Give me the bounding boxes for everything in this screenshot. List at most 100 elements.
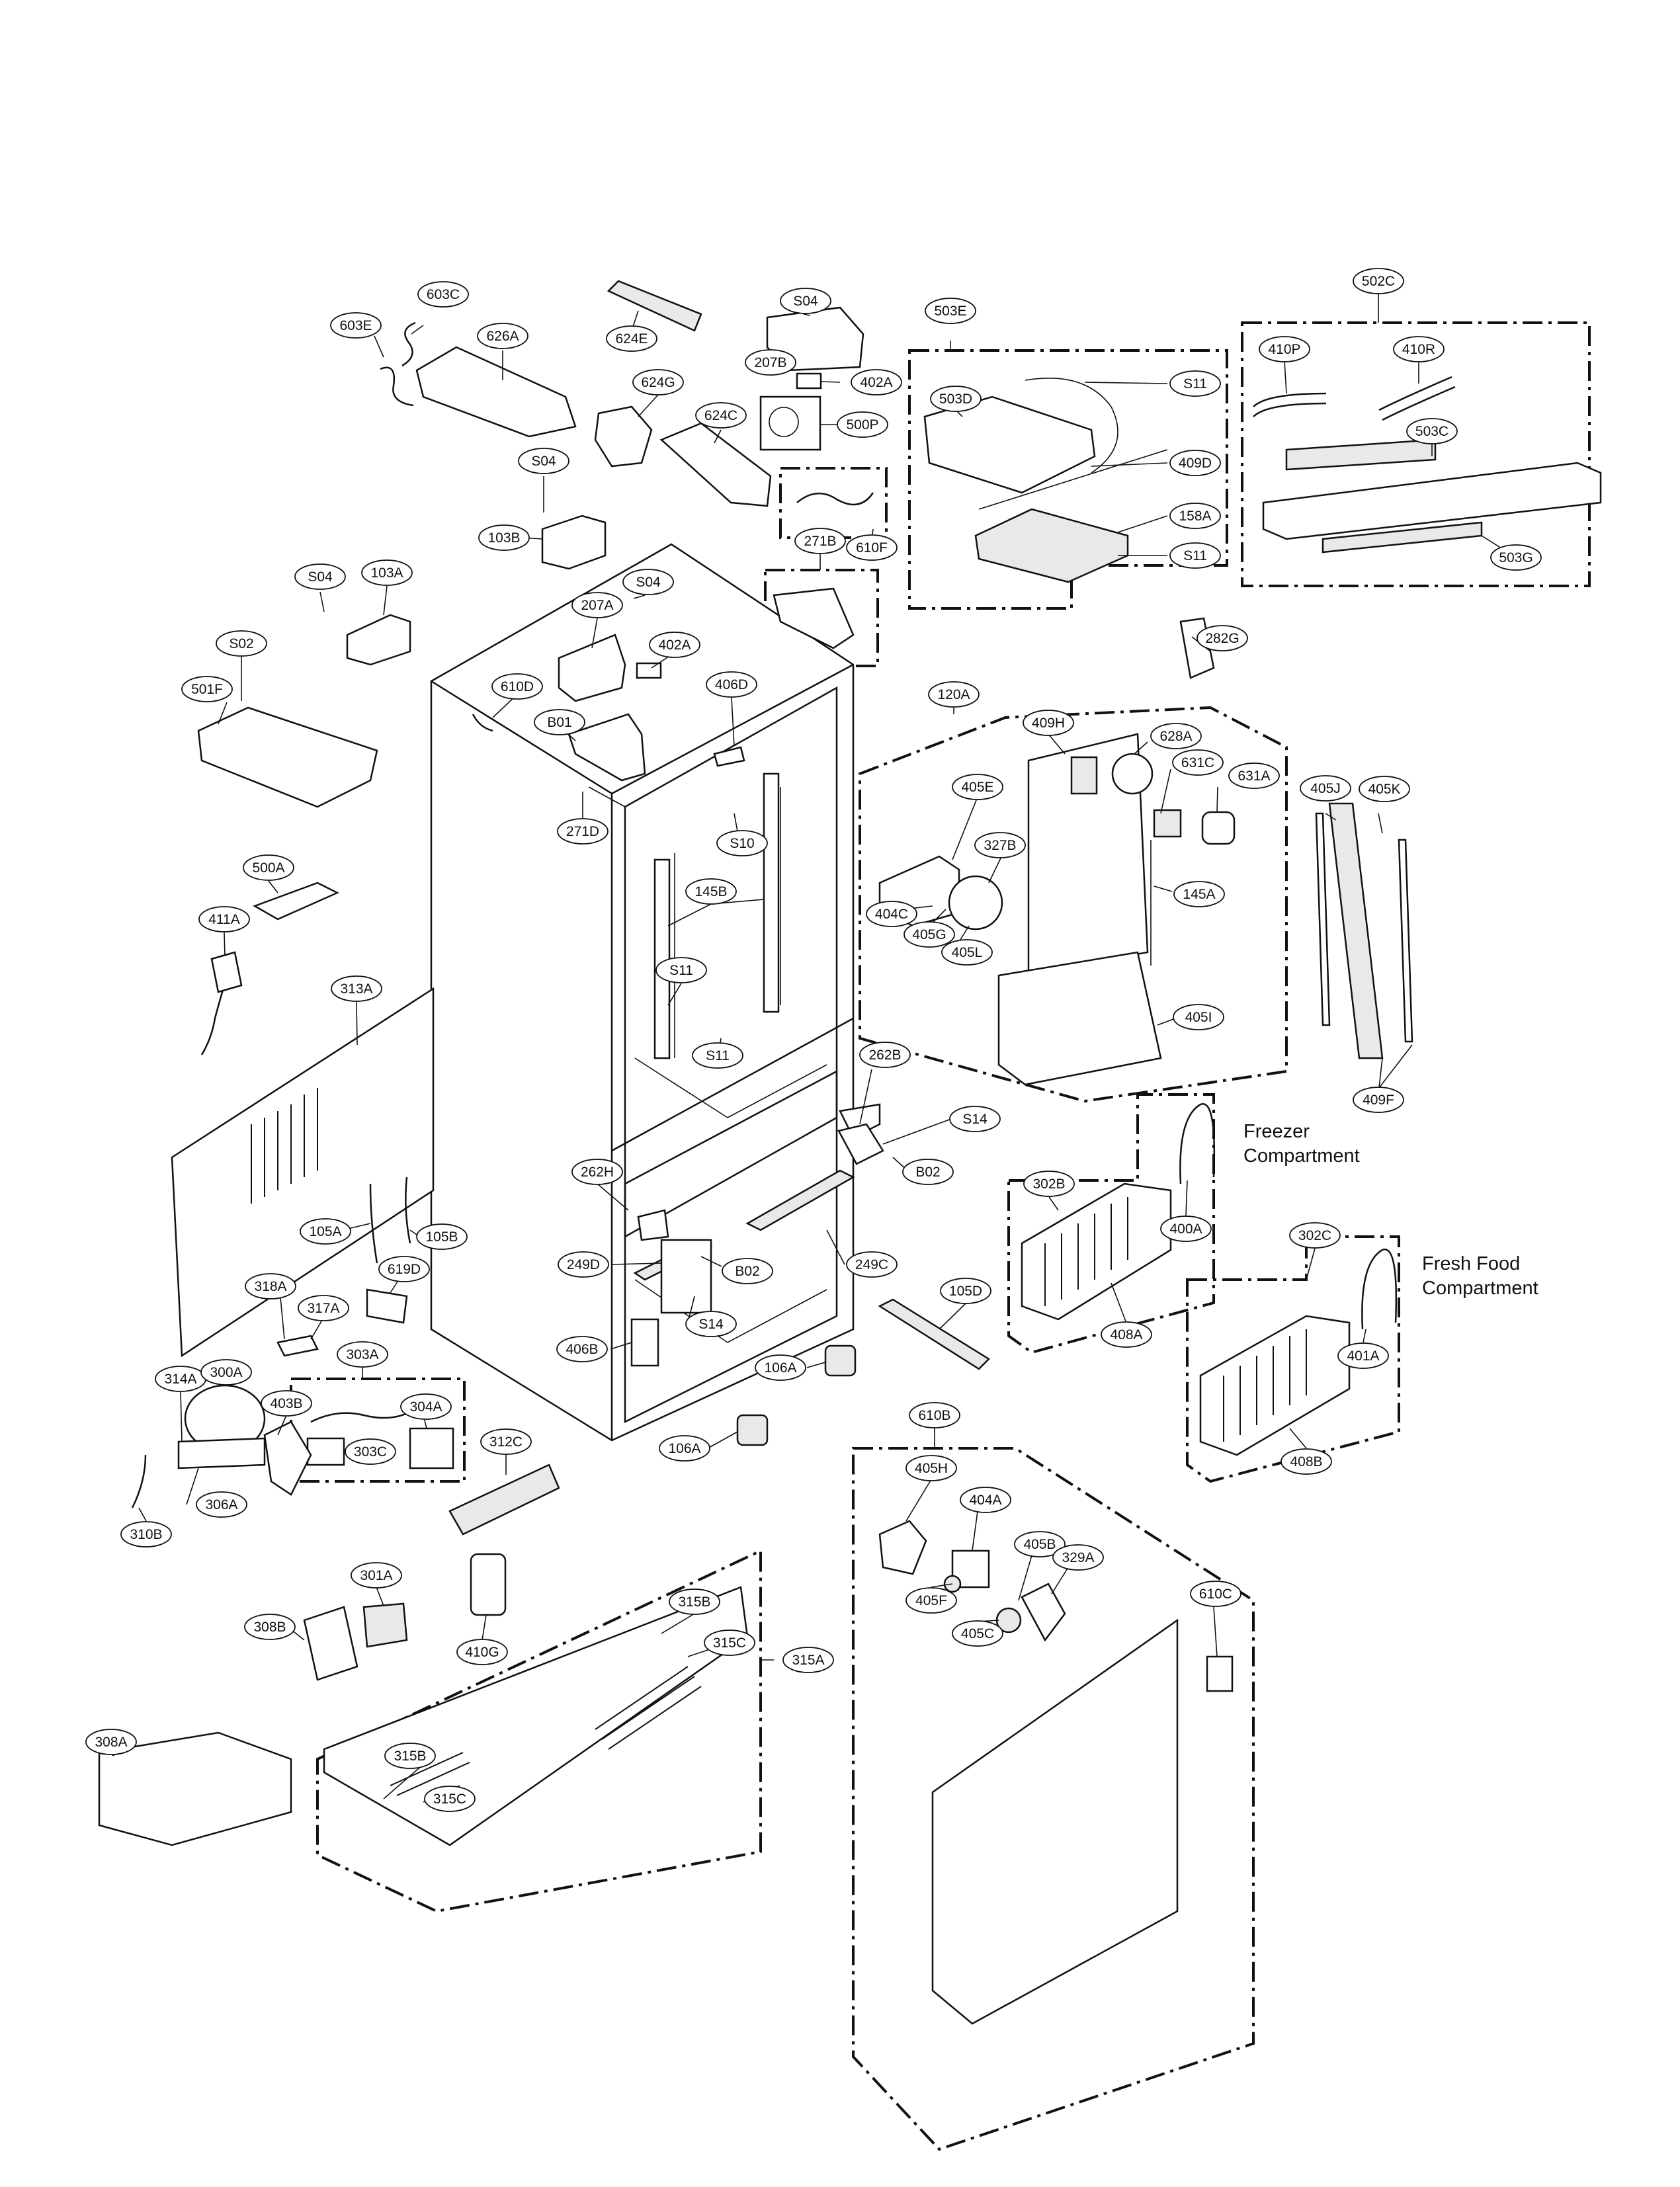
callout-label: 327B <box>984 838 1016 853</box>
part-318A-sensor <box>276 1335 319 1357</box>
callout-408A: 408A <box>1101 1321 1152 1348</box>
callout-label: 411A <box>208 912 240 927</box>
callout-624C: 624C <box>695 402 747 429</box>
callout-label: 410R <box>1402 342 1435 357</box>
callout-271B: 271B <box>794 528 846 554</box>
callout-label: 301A <box>360 1568 392 1583</box>
callout-503E: 503E <box>925 298 976 324</box>
callout-label: 249C <box>855 1257 888 1272</box>
callout-ellipse <box>1169 503 1221 529</box>
part-105A-tube <box>369 1183 378 1264</box>
callout-610D: 610D <box>491 673 543 700</box>
callout-label: 603E <box>339 318 372 333</box>
callout-label: 145B <box>694 884 727 899</box>
callout-ellipse <box>1169 370 1221 397</box>
callout-ellipse <box>1169 542 1221 569</box>
callout-329A: 329A <box>1052 1544 1104 1571</box>
callout-ellipse <box>692 1042 743 1069</box>
callout-ellipse <box>925 298 976 324</box>
callout-label: 306A <box>205 1497 237 1512</box>
callout-ellipse <box>556 1336 608 1362</box>
callout-308A: 308A <box>85 1729 137 1755</box>
group-boundary-610F <box>779 467 888 539</box>
callout-ellipse <box>1101 1321 1152 1348</box>
callout-ellipse <box>261 1390 312 1417</box>
part-408B-evaporator <box>1199 1315 1351 1456</box>
part-500P-dial <box>769 407 799 437</box>
callout-ellipse <box>351 1562 402 1589</box>
callout-label: 329A <box>1062 1550 1094 1565</box>
callout-label: 308B <box>253 1620 286 1635</box>
part-105D-rail <box>878 1298 990 1370</box>
callout-ellipse <box>85 1729 137 1755</box>
callout-ellipse <box>1023 1171 1075 1197</box>
callout-ellipse <box>477 323 528 349</box>
callout-207A: 207A <box>571 592 623 618</box>
callout-249D: 249D <box>558 1251 609 1278</box>
group-boundary-502C <box>1241 321 1591 587</box>
callout-402Ab: 402A <box>649 632 700 658</box>
callout-405H: 405H <box>905 1455 957 1481</box>
group-boundary-610B <box>852 1447 1255 2151</box>
part-624C-cover <box>659 422 772 507</box>
callout-403B: 403B <box>261 1390 312 1417</box>
callout-S04a: S04 <box>780 288 831 314</box>
callout-405E: 405E <box>952 774 1003 800</box>
callout-ellipse <box>669 1589 720 1615</box>
callout-label: 405G <box>912 927 946 942</box>
callout-410R: 410R <box>1393 336 1445 362</box>
callout-404C: 404C <box>866 901 917 927</box>
callout-label: B02 <box>735 1264 759 1279</box>
callout-ellipse <box>294 563 346 590</box>
callout-327B: 327B <box>974 832 1026 858</box>
callout-626A: 626A <box>477 323 528 349</box>
callout-ellipse <box>755 1354 806 1381</box>
part-624E-tube <box>607 280 702 332</box>
callout-315A: 315A <box>782 1647 834 1673</box>
fresh-food-compartment-label-line1: Fresh Food <box>1422 1253 1520 1274</box>
callout-label: 405F <box>915 1593 947 1608</box>
callout-label: 249D <box>567 1257 600 1272</box>
callout-318A: 318A <box>245 1273 296 1300</box>
callout-S02: S02 <box>216 630 267 657</box>
callout-ellipse <box>930 386 982 412</box>
callout-405F: 405F <box>905 1587 957 1614</box>
callout-label: 145A <box>1183 887 1215 902</box>
callout-label: 103A <box>370 565 403 581</box>
callout-ellipse <box>417 281 469 308</box>
callout-ellipse <box>866 901 917 927</box>
part-610F-wire <box>796 492 874 506</box>
callout-label: 312C <box>489 1434 523 1450</box>
callout-label: 282G <box>1205 631 1239 646</box>
callout-624E: 624E <box>606 325 657 352</box>
callout-ellipse <box>534 709 585 735</box>
part-411A-plug <box>210 951 243 993</box>
callout-label: 308A <box>95 1735 127 1750</box>
callout-label: 315C <box>713 1635 746 1651</box>
callout-label: S11 <box>1183 548 1207 563</box>
callout-503D: 503D <box>930 386 982 412</box>
callout-610B: 610B <box>909 1402 960 1428</box>
callout-ellipse <box>244 1614 296 1640</box>
callout-ellipse <box>1173 881 1225 907</box>
callout-label: 402A <box>658 638 691 653</box>
callout-610F: 610F <box>846 534 898 561</box>
callout-249C: 249C <box>846 1251 898 1278</box>
callout-409D: 409D <box>1169 450 1221 476</box>
callout-ellipse <box>782 1647 834 1673</box>
callout-label: 304A <box>409 1399 442 1415</box>
callout-ellipse <box>706 671 757 698</box>
callout-301A: 301A <box>351 1562 402 1589</box>
callout-ellipse <box>928 681 980 708</box>
callout-label: 603C <box>427 287 460 302</box>
callout-label: 262H <box>581 1165 614 1180</box>
callout-631C: 631C <box>1172 749 1224 776</box>
callout-ellipse <box>685 878 737 905</box>
callout-label: 405L <box>952 945 983 960</box>
callout-ellipse <box>1353 1087 1404 1113</box>
callout-label: 610D <box>501 679 534 694</box>
leader-lines <box>112 294 1517 1803</box>
callout-label: 262B <box>868 1048 901 1063</box>
callout-ellipse <box>837 411 888 438</box>
callout-S04c: S04 <box>294 563 346 590</box>
